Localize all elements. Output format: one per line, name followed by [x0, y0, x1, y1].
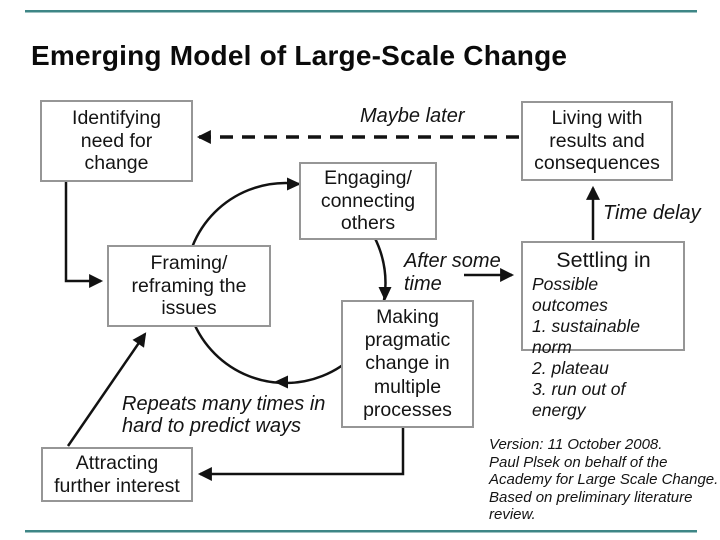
box-engaging-connecting-others: Engaging/ connecting others: [299, 162, 437, 240]
label-after-some-time: After some time: [404, 250, 501, 295]
top-rule: [25, 10, 697, 13]
box-settling-in: Settling in Possible outcomes 1. sustain…: [521, 241, 685, 420]
box-identifying-need-for-change: Identifying need for change: [40, 100, 193, 182]
settling-in-outcomes: Possible outcomes 1. sustainable norm 2.…: [532, 274, 640, 421]
settling-in-title: Settling in: [556, 248, 651, 272]
cycle-arrowhead-to-making: [378, 287, 392, 301]
box-living-with-results: Living with results and consequences: [521, 101, 673, 181]
cycle-arrowhead-to-engaging: [287, 177, 301, 191]
box-attracting-further-interest: Attracting further interest: [41, 447, 193, 502]
box-making-pragmatic-change: Making pragmatic change in multiple proc…: [341, 300, 474, 428]
slide-title: Emerging Model of Large-Scale Change: [31, 40, 568, 71]
label-version-credit: Version: 11 October 2008. Paul Plsek on …: [489, 436, 719, 524]
label-maybe-later: Maybe later: [360, 105, 465, 127]
arrow-making-to-attracting: [197, 428, 405, 481]
label-repeats-many-times: Repeats many times in hard to predict wa…: [122, 393, 326, 437]
arrow-attracting-to-framing: [66, 332, 147, 447]
box-framing-reframing-issues: Framing/ reframing the issues: [107, 245, 271, 327]
label-time-delay: Time delay: [603, 202, 701, 224]
cycle-arrowhead-bottom: [274, 375, 288, 389]
arrow-identifying-to-framing: [64, 181, 104, 288]
bottom-rule: [25, 530, 697, 533]
